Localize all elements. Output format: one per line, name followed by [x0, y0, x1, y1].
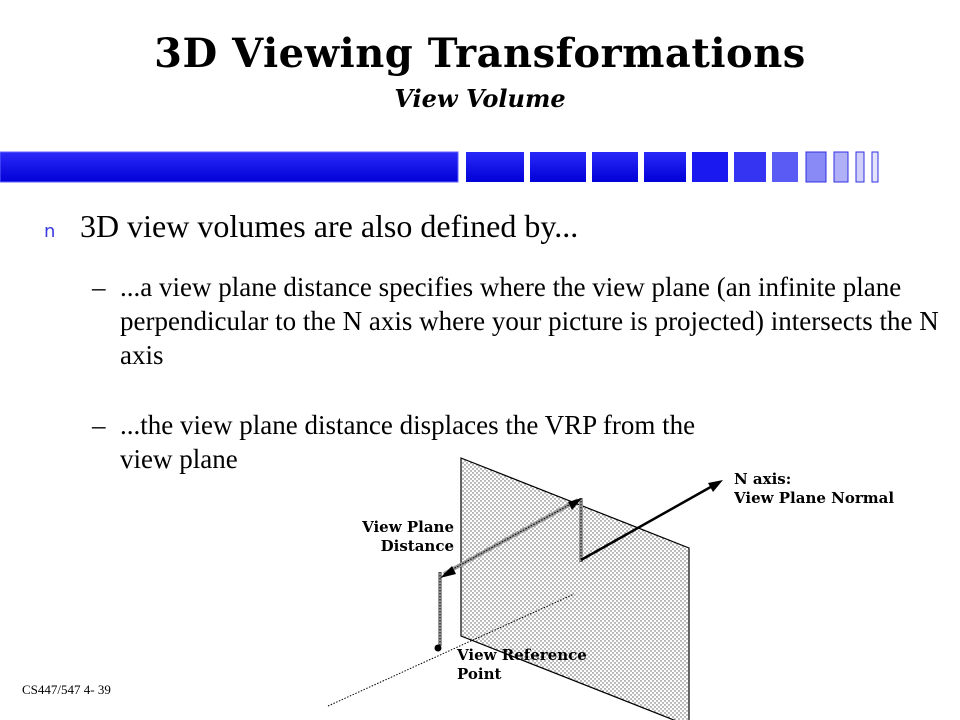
bar-segment: [805, 151, 827, 183]
main-bullet: n 3D view volumes are also defined by...: [44, 206, 578, 246]
bar-segment: [734, 152, 766, 182]
sub-bullet-text: ...a view plane distance specifies where…: [120, 272, 939, 370]
view-reference-point-label: View Reference Point: [457, 646, 587, 683]
main-bullet-text: 3D view volumes are also defined by...: [80, 208, 579, 244]
bar-segment: [466, 152, 524, 182]
projector-line: [327, 593, 575, 707]
view-plane-distance-label: View Plane Distance: [362, 518, 454, 555]
bar-segment: [592, 152, 638, 182]
dash-icon: –: [92, 410, 106, 440]
sub-bullet-1: – ...a view plane distance specifies whe…: [92, 270, 942, 372]
bar-segment: [644, 152, 686, 182]
view-plane: [460, 457, 690, 720]
arrowhead-icon: [568, 498, 582, 510]
arrowhead-icon: [440, 566, 456, 578]
arrowhead-icon: [708, 480, 723, 492]
bar-segment: [833, 151, 849, 183]
bar-segment: [855, 151, 865, 183]
slide-title: 3D Viewing Transformations: [154, 30, 806, 77]
slide-subtitle: View Volume: [394, 84, 566, 113]
slide-footer: CS447/547 4- 39: [22, 682, 111, 697]
n-axis-label: N axis: View Plane Normal: [734, 470, 895, 507]
sub-bullet-text: ...the view plane distance displaces the…: [120, 410, 696, 474]
bullet-icon: n: [44, 221, 56, 242]
bar-segment-long: [0, 151, 459, 183]
view-reference-point: [434, 644, 442, 652]
bar-segment: [530, 152, 586, 182]
view-plane-distance-arrow: [443, 498, 579, 576]
decorative-blue-bar: [0, 151, 879, 183]
sub-bullet-2: – ...the view plane distance displaces t…: [92, 408, 942, 476]
bar-segment: [772, 152, 798, 182]
bar-segment: [871, 151, 879, 183]
dash-icon: –: [92, 272, 106, 302]
n-axis-arrow: [580, 482, 717, 562]
bar-segment: [692, 152, 728, 182]
